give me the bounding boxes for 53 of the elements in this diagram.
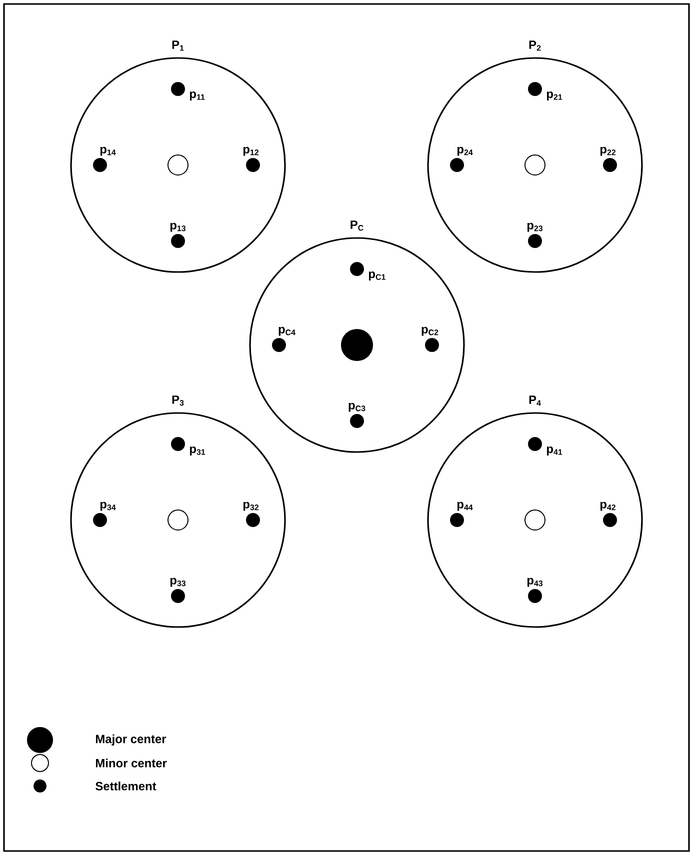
minor-center-circle (168, 510, 188, 530)
settlement-label: p$_{44}$ (457, 502, 473, 511)
settlement-label: p$_{11}$ (190, 92, 205, 100)
settlement-dot (350, 262, 364, 276)
node-label: P$_{4}$ (529, 396, 541, 406)
legend-text: Major center (96, 734, 166, 746)
settlement-dot (171, 234, 185, 248)
settlement-dot (246, 513, 260, 527)
settlement-dot (425, 338, 439, 352)
settlement-dot (603, 513, 617, 527)
settlement-dot (528, 437, 542, 451)
settlement-dot (93, 513, 107, 527)
settlement-label: p$_{21}$ (546, 92, 562, 100)
settlement-label: p$_{24}$ (457, 146, 473, 156)
settlement-dot (450, 513, 464, 527)
node-label: P$_{3}$ (172, 396, 184, 406)
settlement-label: p$_{22}$ (600, 146, 616, 156)
settlement-label: p$_{14}$ (100, 146, 116, 156)
settlement-dot (528, 589, 542, 603)
settlement-label: p$_{23}$ (527, 222, 543, 232)
settlement-label: p$_{32}$ (243, 502, 258, 511)
settlement-label: p$_{12}$ (243, 146, 258, 156)
minor-center-circle (524, 510, 546, 530)
major-center-dot (341, 329, 373, 361)
legend-text: Settlement (96, 782, 156, 790)
settlement-dot (603, 158, 617, 172)
minor-center-circle (524, 154, 546, 176)
settlement-dot (171, 437, 185, 451)
settlement-label: p$_{41}$ (546, 446, 562, 456)
settlement-dot (528, 82, 542, 96)
settlement-label: p$_{43}$ (527, 578, 543, 587)
legend-text: Minor center (96, 758, 167, 768)
settlement-dot (93, 158, 107, 172)
settlement-dot (350, 414, 364, 428)
node-label: P$_{C}$ (350, 220, 364, 231)
minor-center-circle (168, 154, 188, 176)
node-label: P$_{1}$ (172, 40, 184, 51)
settlement-dot (171, 589, 185, 603)
settlement-dot (272, 338, 286, 352)
settlement-label: p$_{C1}$ (368, 272, 386, 280)
settlement-label: p$_{31}$ (190, 446, 206, 456)
settlement-dot (171, 82, 185, 96)
settlement-label: p$_{33}$ (170, 578, 186, 587)
settlement-label: p$_{C4}$ (278, 326, 296, 336)
settlement-label: p$_{C2}$ (422, 326, 438, 336)
settlement-label: p$_{42}$ (600, 502, 616, 511)
settlement-dot (246, 158, 260, 172)
settlement-label: p$_{13}$ (170, 222, 186, 232)
node-label: P$_{2}$ (529, 40, 541, 51)
settlement-label: p$_{34}$ (100, 502, 116, 511)
settlement-label: p$_{C3}$ (348, 402, 366, 412)
settlement-dot (528, 234, 542, 248)
settlement-dot (450, 158, 464, 172)
